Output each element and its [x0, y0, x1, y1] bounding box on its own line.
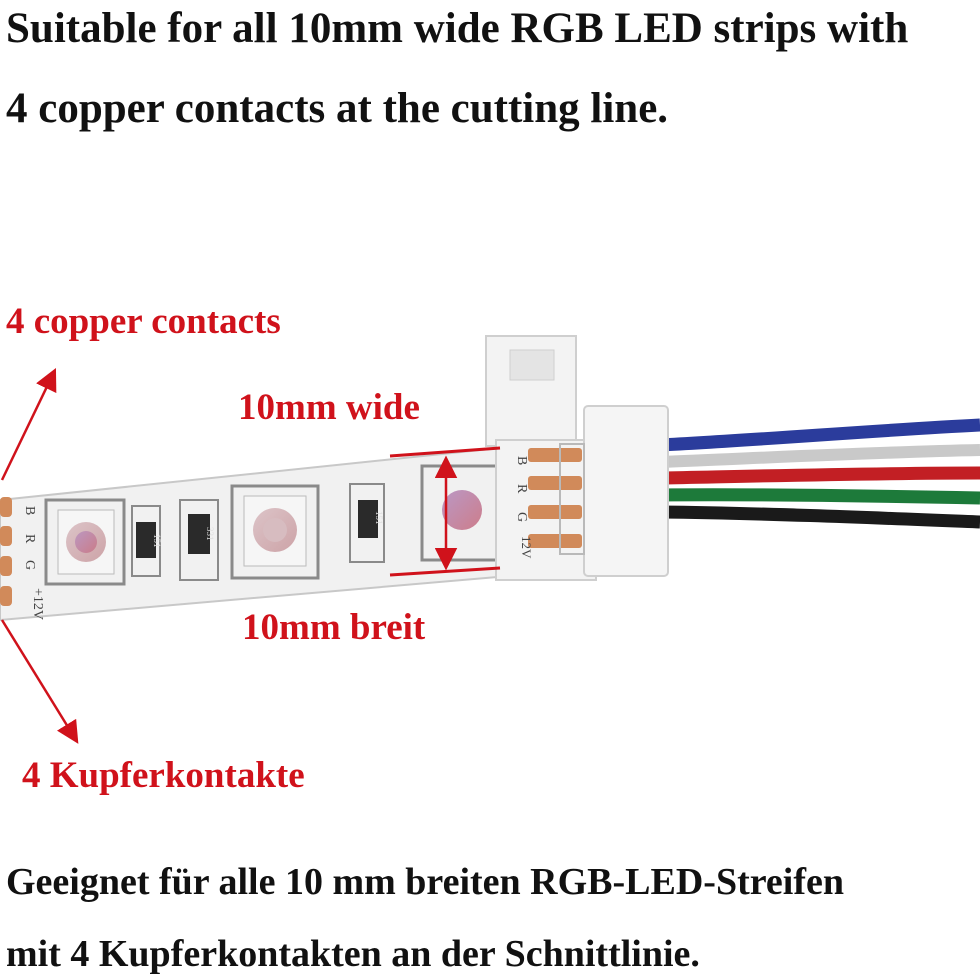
pin-label-r: R [22, 534, 37, 544]
headline-de-line-1: Geeignet für alle 10 mm breiten RGB-LED-… [6, 861, 844, 903]
connector-pin-b: B [514, 456, 529, 465]
pin-label-g: G [22, 560, 37, 570]
strip-connector: B R G 12V [485, 335, 669, 581]
pin-label-12v: +12V [30, 588, 45, 620]
label-width-de: 10mm breit [242, 607, 426, 648]
pin-label-b: B [22, 506, 37, 515]
led-strip: B R G +12V 151 331 [0, 446, 522, 622]
strip-copper-pads [0, 497, 12, 606]
arrow-down-icon [0, 619, 79, 744]
strip-pin-labels: B R G +12V [22, 506, 45, 620]
headline-en-line-2: 4 copper contacts at the cutting line. [6, 85, 669, 132]
resistor-code: 151 [152, 534, 162, 548]
resistor: 151 [349, 483, 385, 563]
connector-pin-labels: B R G 12V [514, 456, 534, 559]
rgb-wires [659, 418, 980, 529]
resistor: 151 [131, 505, 162, 577]
resistor: 331 [179, 499, 219, 581]
label-width-en: 10mm wide [238, 387, 420, 428]
connector-copper-contacts [528, 443, 585, 555]
label-copper-contacts: 4 copper contacts [6, 301, 281, 342]
connector-pin-g: G [514, 512, 529, 522]
resistor-code: 331 [205, 527, 215, 541]
led-chip [230, 484, 320, 580]
width-indicator [389, 446, 501, 577]
connector-pin-12v: 12V [519, 536, 534, 559]
connector-pin-r: R [514, 484, 529, 494]
resistor-code: 151 [374, 511, 384, 525]
led-chip [44, 498, 126, 586]
label-kupferkontakte: 4 Kupferkontakte [22, 755, 305, 796]
headline-de-line-2: mit 4 Kupferkontakten an der Schnittlini… [6, 933, 700, 975]
arrow-up-icon [0, 367, 57, 481]
headline-en-line-1: Suitable for all 10mm wide RGB LED strip… [6, 5, 909, 52]
